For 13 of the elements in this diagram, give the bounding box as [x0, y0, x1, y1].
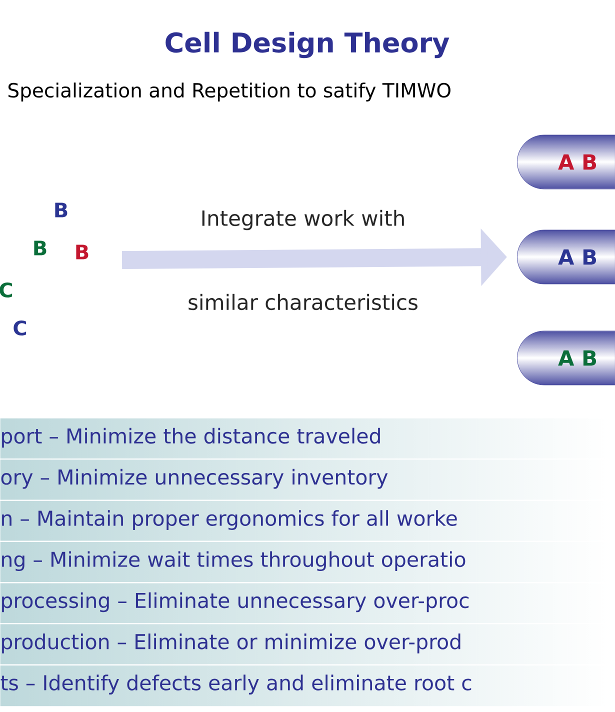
subtitle: Specialization and Repetition to satify TIMWO — [8, 82, 450, 102]
letter: B — [55, 202, 68, 218]
arrow-caption: similar characteristics — [188, 294, 418, 310]
list-band: port – Minimize the distance traveled ory – Minimize unnecessary inventory n – Maintain proper ergonomics for all worke ng – Minimize wait times throughout operatio processing – Eliminate unnecessary over-proc production – Eliminate or minimize over-prod ts – Identify defects early and eliminate root c — [0, 428, 615, 694]
title: Cell Design Theory — [166, 32, 450, 58]
arrow-caption: Integrate work with — [202, 210, 404, 230]
letter: C — [0, 282, 12, 298]
letter: C — [14, 320, 26, 336]
pill-box: A B — [517, 134, 615, 190]
pill-box: A B — [517, 230, 615, 284]
pill-box: A B — [517, 330, 615, 386]
letter: B — [76, 244, 88, 260]
letter: B — [34, 240, 46, 256]
